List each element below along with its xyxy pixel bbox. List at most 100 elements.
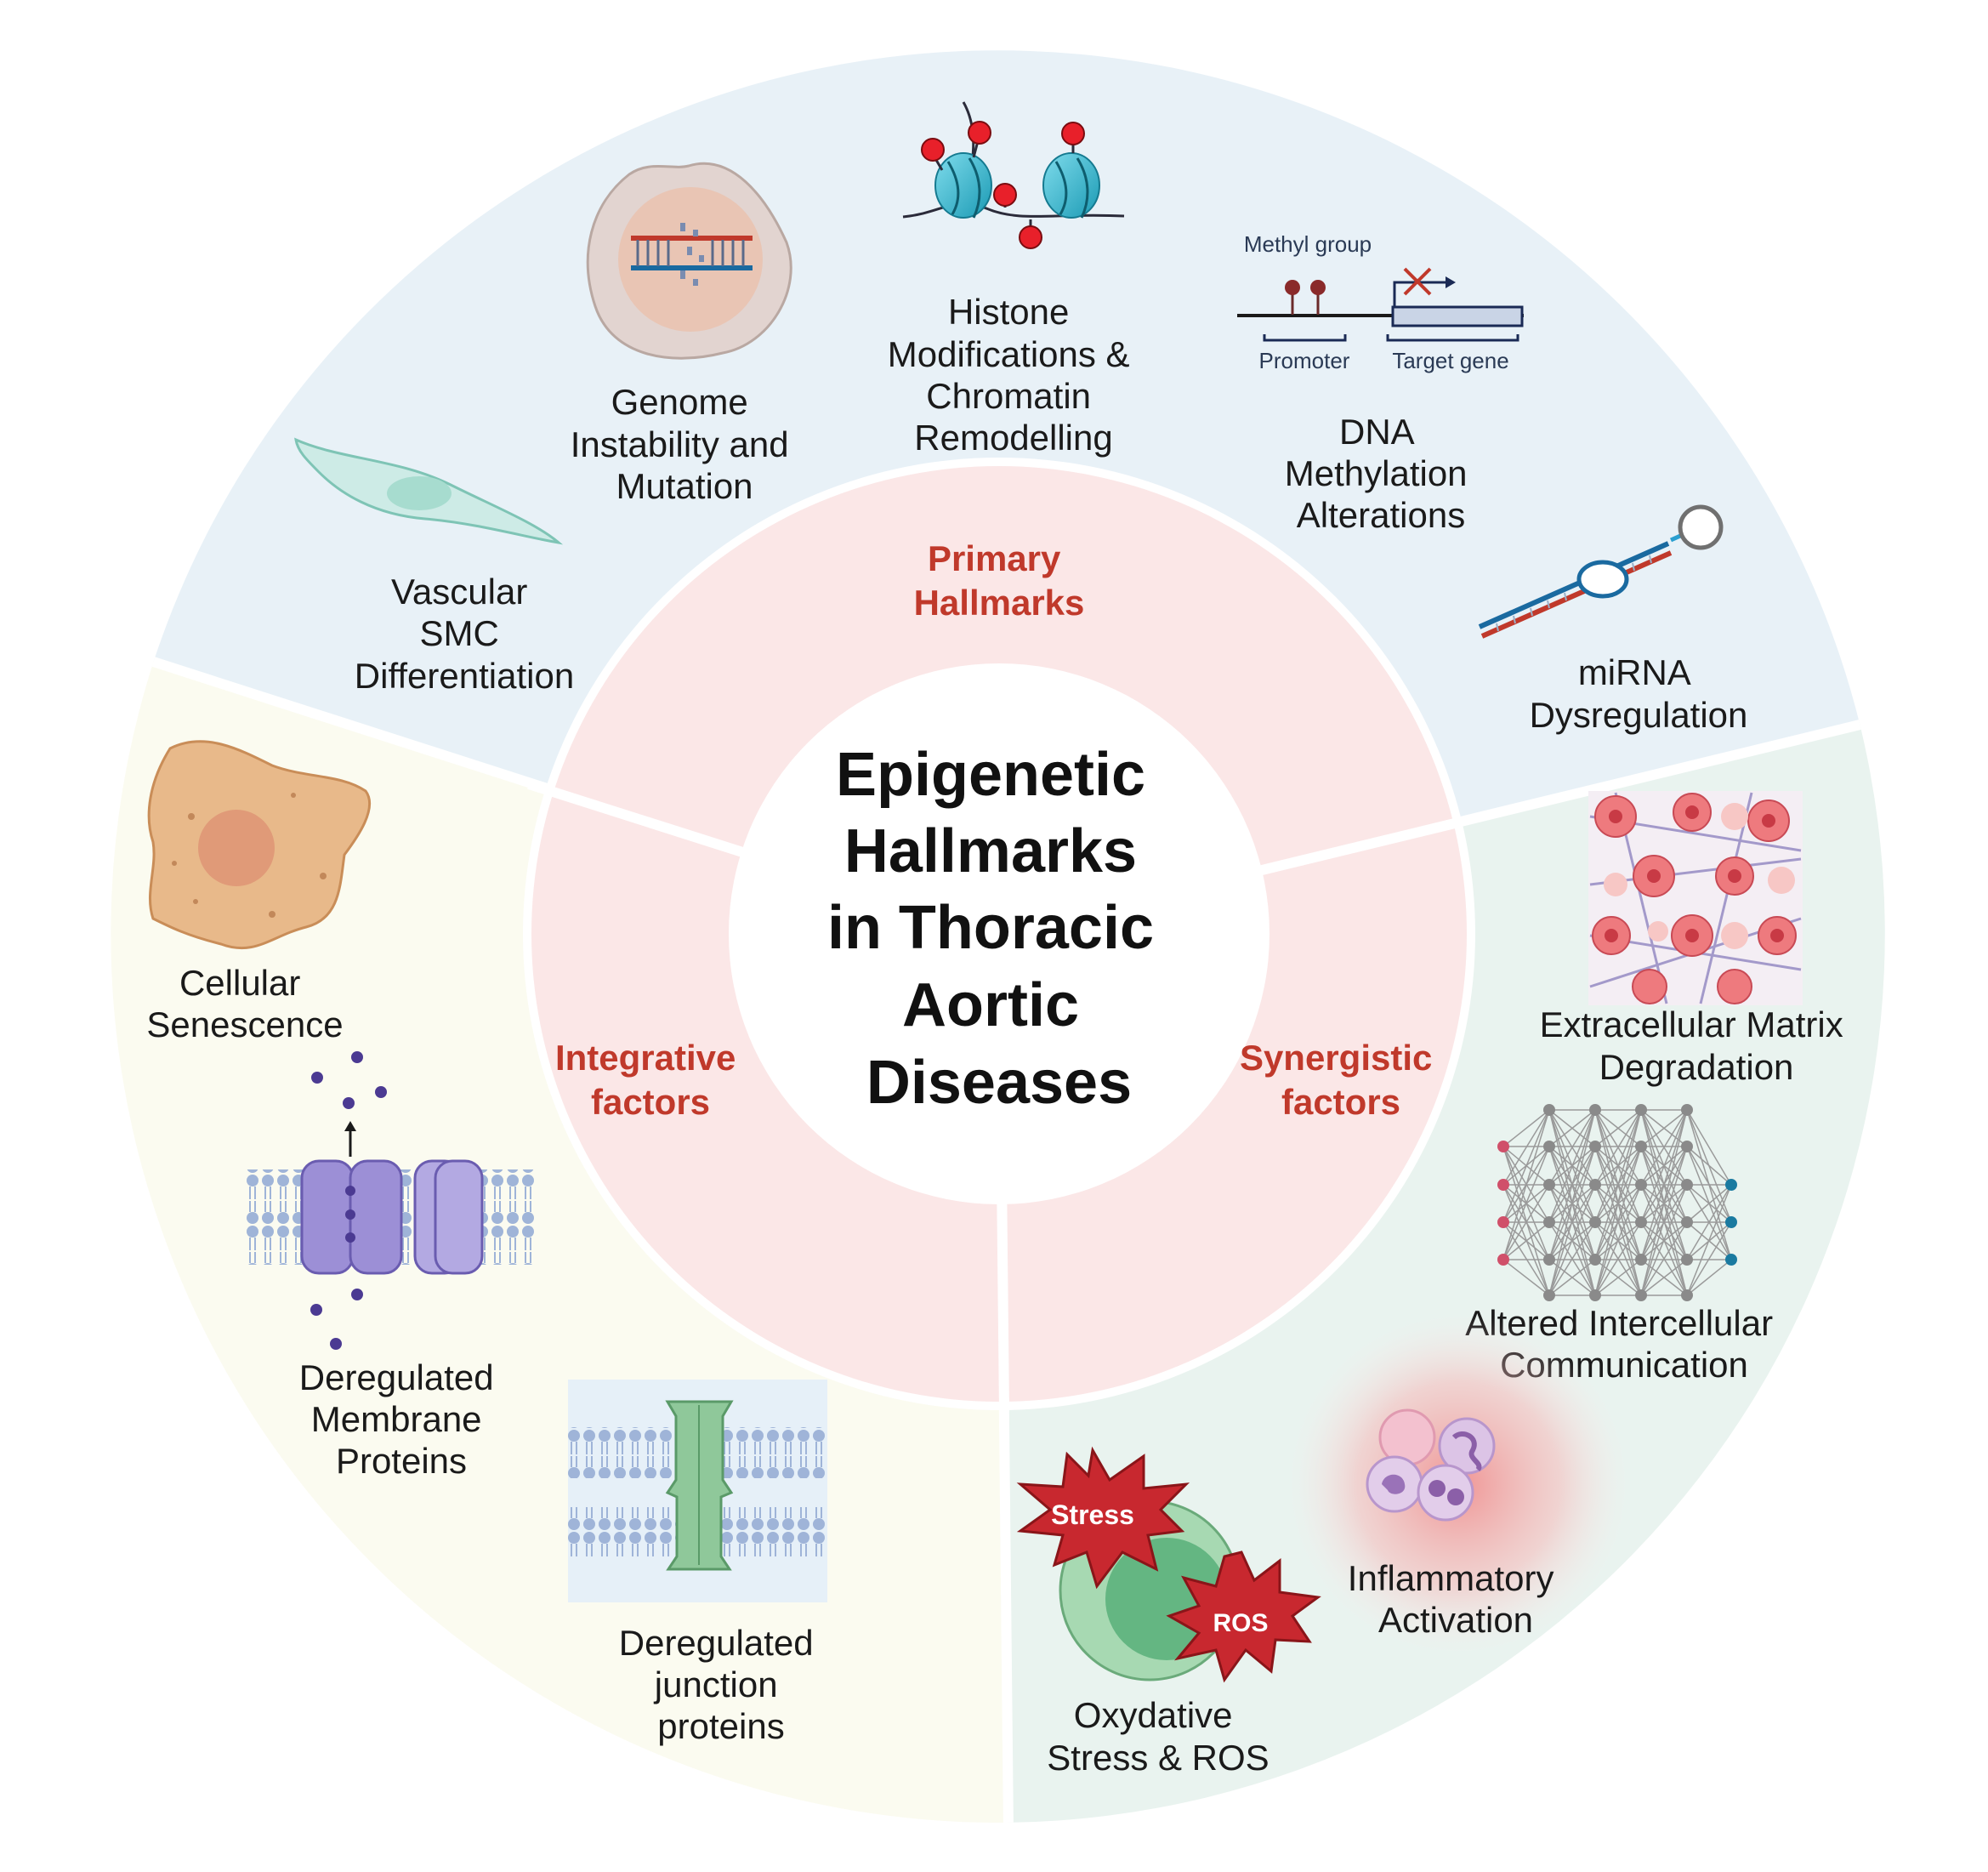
network-edge — [1502, 1184, 1550, 1260]
mirna-hairpin-icon — [1478, 504, 1724, 639]
genome-label: Genome Instability and Mutation — [571, 382, 799, 506]
stress-burst — [1016, 1446, 1190, 1590]
ros-badge-label: ROS — [1213, 1609, 1268, 1637]
network-node — [1635, 1104, 1647, 1116]
network-node — [1635, 1254, 1647, 1266]
network-node — [1725, 1216, 1737, 1228]
center-title-line: Aortic — [902, 971, 1079, 1039]
network-node — [1543, 1104, 1555, 1116]
ecm-label: Extracellular Matrix Degradation — [1540, 1004, 1854, 1087]
network-edge — [1640, 1109, 1688, 1186]
target-gene-label: Target gene — [1392, 348, 1508, 373]
network-edge — [1594, 1109, 1642, 1223]
vascular-smc-label: Vascular SMC Differentiation — [355, 572, 574, 696]
network-edge — [1640, 1109, 1688, 1223]
network-icon — [1497, 1104, 1737, 1301]
network-edge — [1594, 1259, 1642, 1296]
network-edge — [1502, 1221, 1550, 1260]
network-edge — [1548, 1221, 1596, 1296]
network-node — [1635, 1179, 1647, 1191]
mirna-label: miRNA Dysregulation — [1530, 652, 1748, 735]
stress-badge-label: Stress — [1051, 1499, 1134, 1530]
ros-burst — [1166, 1551, 1321, 1683]
stress-ros-icon: Stress ROS — [1016, 1446, 1321, 1683]
dna-methylation-label: DNA Methylation Alterations — [1285, 412, 1477, 535]
smooth-muscle-cell-icon — [294, 437, 564, 545]
ion-channel-icon — [244, 1051, 537, 1350]
network-node — [1543, 1141, 1555, 1152]
network-node — [1543, 1289, 1555, 1301]
network-edge — [1686, 1184, 1732, 1296]
network-node — [1497, 1141, 1509, 1152]
network-edge — [1640, 1184, 1688, 1296]
network-edge — [1594, 1109, 1642, 1186]
network-edge — [1686, 1109, 1732, 1186]
network-edge — [1548, 1184, 1596, 1296]
junction-protein-icon — [568, 1380, 827, 1602]
network-edge — [1548, 1109, 1596, 1223]
inflammatory-label: Inflammatory Activation — [1348, 1558, 1564, 1640]
network-edge — [1640, 1109, 1688, 1147]
network-node — [1497, 1254, 1509, 1266]
network-edge — [1594, 1146, 1642, 1296]
integrative-sector-title: Integrative factors — [555, 1038, 746, 1122]
network-edge — [1502, 1259, 1550, 1296]
methyl-group-label: Methyl group — [1244, 231, 1372, 257]
network-edge — [1594, 1109, 1642, 1296]
network-edge — [1640, 1259, 1688, 1296]
network-node — [1725, 1254, 1737, 1266]
senescent-cell-icon — [147, 740, 372, 950]
center-title-line: Epigenetic — [836, 741, 1145, 809]
network-node — [1543, 1254, 1555, 1266]
network-edge — [1640, 1146, 1688, 1296]
network-edge — [1686, 1259, 1732, 1296]
network-node — [1543, 1216, 1555, 1228]
network-edge — [1548, 1109, 1596, 1260]
network-node — [1589, 1141, 1601, 1152]
tissue-matrix-icon — [1588, 791, 1803, 1005]
network-edge — [1594, 1221, 1642, 1296]
network-edge — [1548, 1259, 1596, 1296]
network-node — [1681, 1104, 1693, 1116]
primary-sector-title: Primary Hallmarks — [914, 538, 1085, 623]
center-title: Epigenetic Hallmarks in Thoracic Aortic … — [827, 741, 1171, 1117]
network-edge — [1594, 1184, 1642, 1296]
network-node — [1635, 1141, 1647, 1152]
center-title-line: Hallmarks — [844, 817, 1137, 885]
network-node — [1681, 1141, 1693, 1152]
network-node — [1635, 1216, 1647, 1228]
network-node — [1589, 1254, 1601, 1266]
network-edge — [1502, 1109, 1550, 1260]
network-edge — [1502, 1146, 1550, 1260]
nucleosome-icon — [902, 101, 1125, 249]
center-title-line: in Thoracic — [827, 894, 1154, 962]
network-edge — [1686, 1146, 1732, 1186]
network-edge — [1548, 1109, 1596, 1186]
center-circle — [729, 663, 1269, 1204]
network-edge — [1548, 1109, 1596, 1147]
histone-label: Histone Modifications & Chromatin Remode… — [888, 292, 1139, 458]
oxidative-label: Oxydative Stress & ROS — [1047, 1695, 1269, 1778]
network-edge — [1640, 1221, 1688, 1296]
junction-proteins-label: Deregulated junction proteins — [619, 1623, 824, 1746]
network-node — [1681, 1179, 1693, 1191]
promoter-label: Promoter — [1259, 348, 1350, 373]
network-edge — [1686, 1184, 1732, 1260]
nucleus-dna-icon — [586, 162, 792, 360]
network-edge — [1686, 1184, 1732, 1223]
network-node — [1543, 1179, 1555, 1191]
network-node — [1497, 1179, 1509, 1191]
network-edge — [1640, 1109, 1688, 1296]
methylation-diagram-icon: Methyl group Promoter Target gene — [1237, 231, 1524, 373]
network-edge — [1594, 1109, 1642, 1260]
center-title-line: Diseases — [866, 1049, 1132, 1117]
network-node — [1681, 1216, 1693, 1228]
network-node — [1497, 1216, 1509, 1228]
network-edge — [1548, 1146, 1596, 1296]
network-edge — [1594, 1109, 1642, 1147]
network-edge — [1502, 1109, 1550, 1223]
network-node — [1635, 1289, 1647, 1301]
membrane-proteins-label: Deregulated Membrane Proteins — [299, 1357, 504, 1481]
network-edge — [1640, 1109, 1688, 1260]
